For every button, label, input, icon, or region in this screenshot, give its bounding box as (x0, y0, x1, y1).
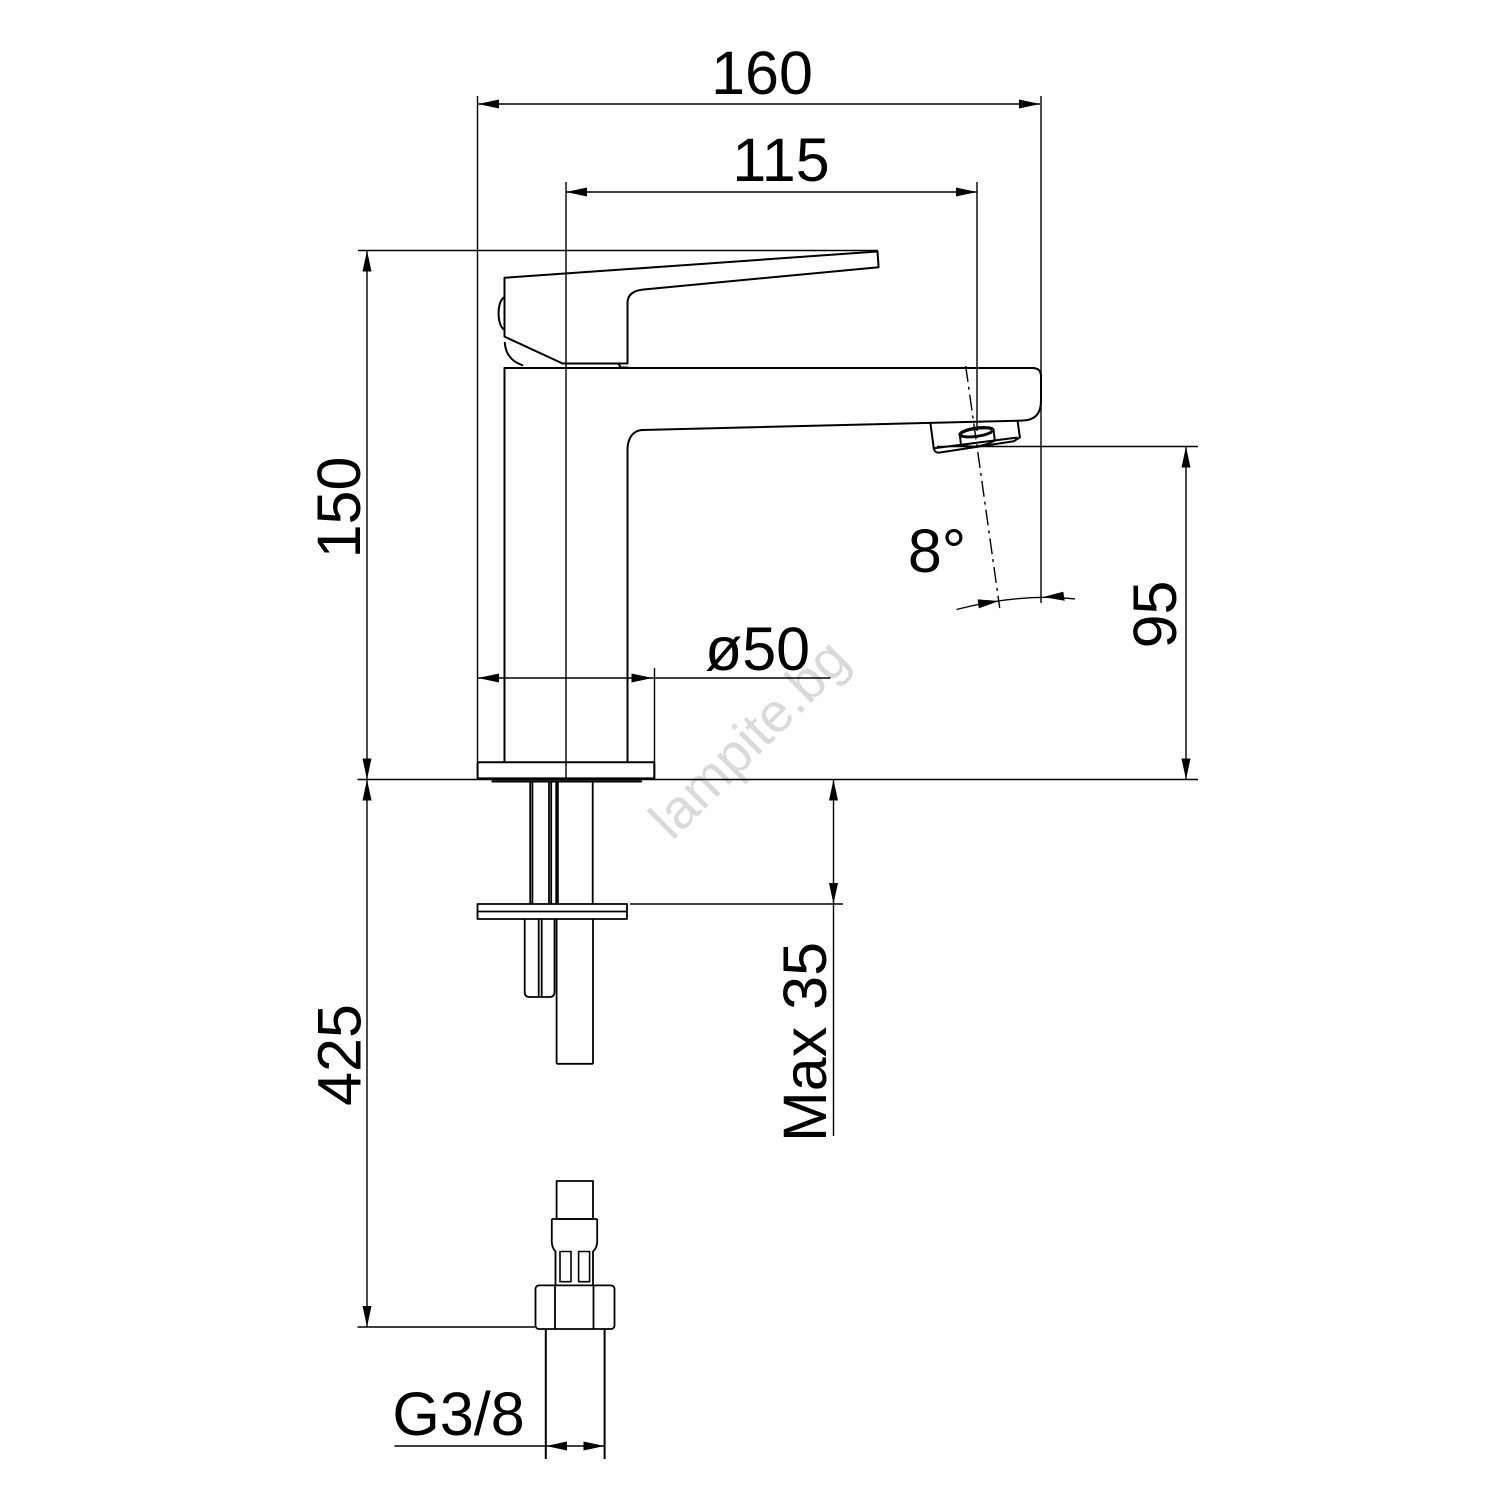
svg-text:95: 95 (1121, 581, 1189, 649)
svg-text:ø50: ø50 (705, 615, 810, 683)
svg-text:425: 425 (306, 1004, 374, 1106)
svg-text:8°: 8° (908, 517, 966, 585)
svg-text:115: 115 (732, 126, 829, 194)
svg-text:160: 160 (711, 39, 813, 107)
svg-text:G3/8: G3/8 (392, 1380, 524, 1448)
svg-text:Max 35: Max 35 (771, 942, 839, 1142)
svg-text:150: 150 (305, 457, 373, 559)
